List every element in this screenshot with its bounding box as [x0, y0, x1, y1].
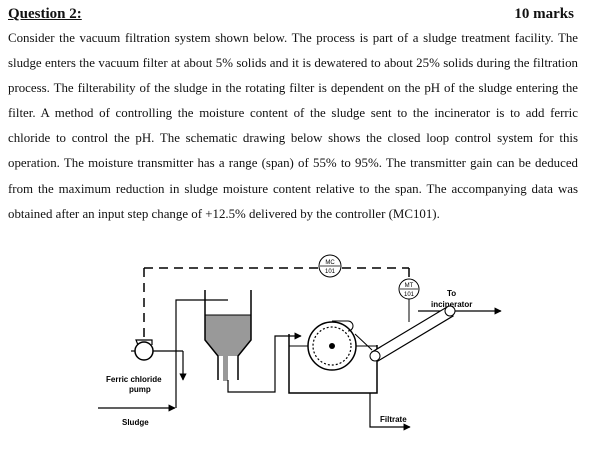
filtration-schematic: MC 101 MT 101 To incinerator — [98, 254, 502, 431]
pump-label-line1: Ferric chloride — [106, 375, 162, 384]
sludge-feed-pipe — [175, 299, 228, 408]
pump-label-line2: pump — [129, 385, 151, 394]
rotating-drum — [307, 320, 357, 371]
mixing-tank — [204, 290, 252, 381]
ferric-chloride-pump — [131, 339, 187, 381]
question-title: Question 2: — [8, 6, 82, 22]
controller-mc101: MC 101 — [318, 254, 342, 278]
controller-tag-top: MC — [325, 260, 335, 266]
control-signal-line — [143, 267, 410, 340]
question-header: Question 2: 10 marks — [8, 4, 586, 24]
incinerator-label: incinerator — [431, 300, 472, 309]
sludge-label: Sludge — [122, 418, 149, 427]
question-body: Consider the vacuum filtration system sh… — [8, 31, 578, 221]
to-label: To — [447, 289, 456, 298]
question-marks: 10 marks — [514, 6, 574, 22]
tank-outlet-pipe — [227, 332, 302, 393]
filtrate-label: Filtrate — [380, 415, 407, 424]
discharge-conveyor — [354, 305, 456, 362]
controller-tag-num: 101 — [325, 269, 336, 275]
transmitter-tag-num: 101 — [404, 292, 415, 298]
transmitter-tag-top: MT — [405, 283, 414, 289]
transmitter-mt101: MT 101 — [398, 278, 420, 322]
filtrate-pipe — [369, 393, 411, 431]
